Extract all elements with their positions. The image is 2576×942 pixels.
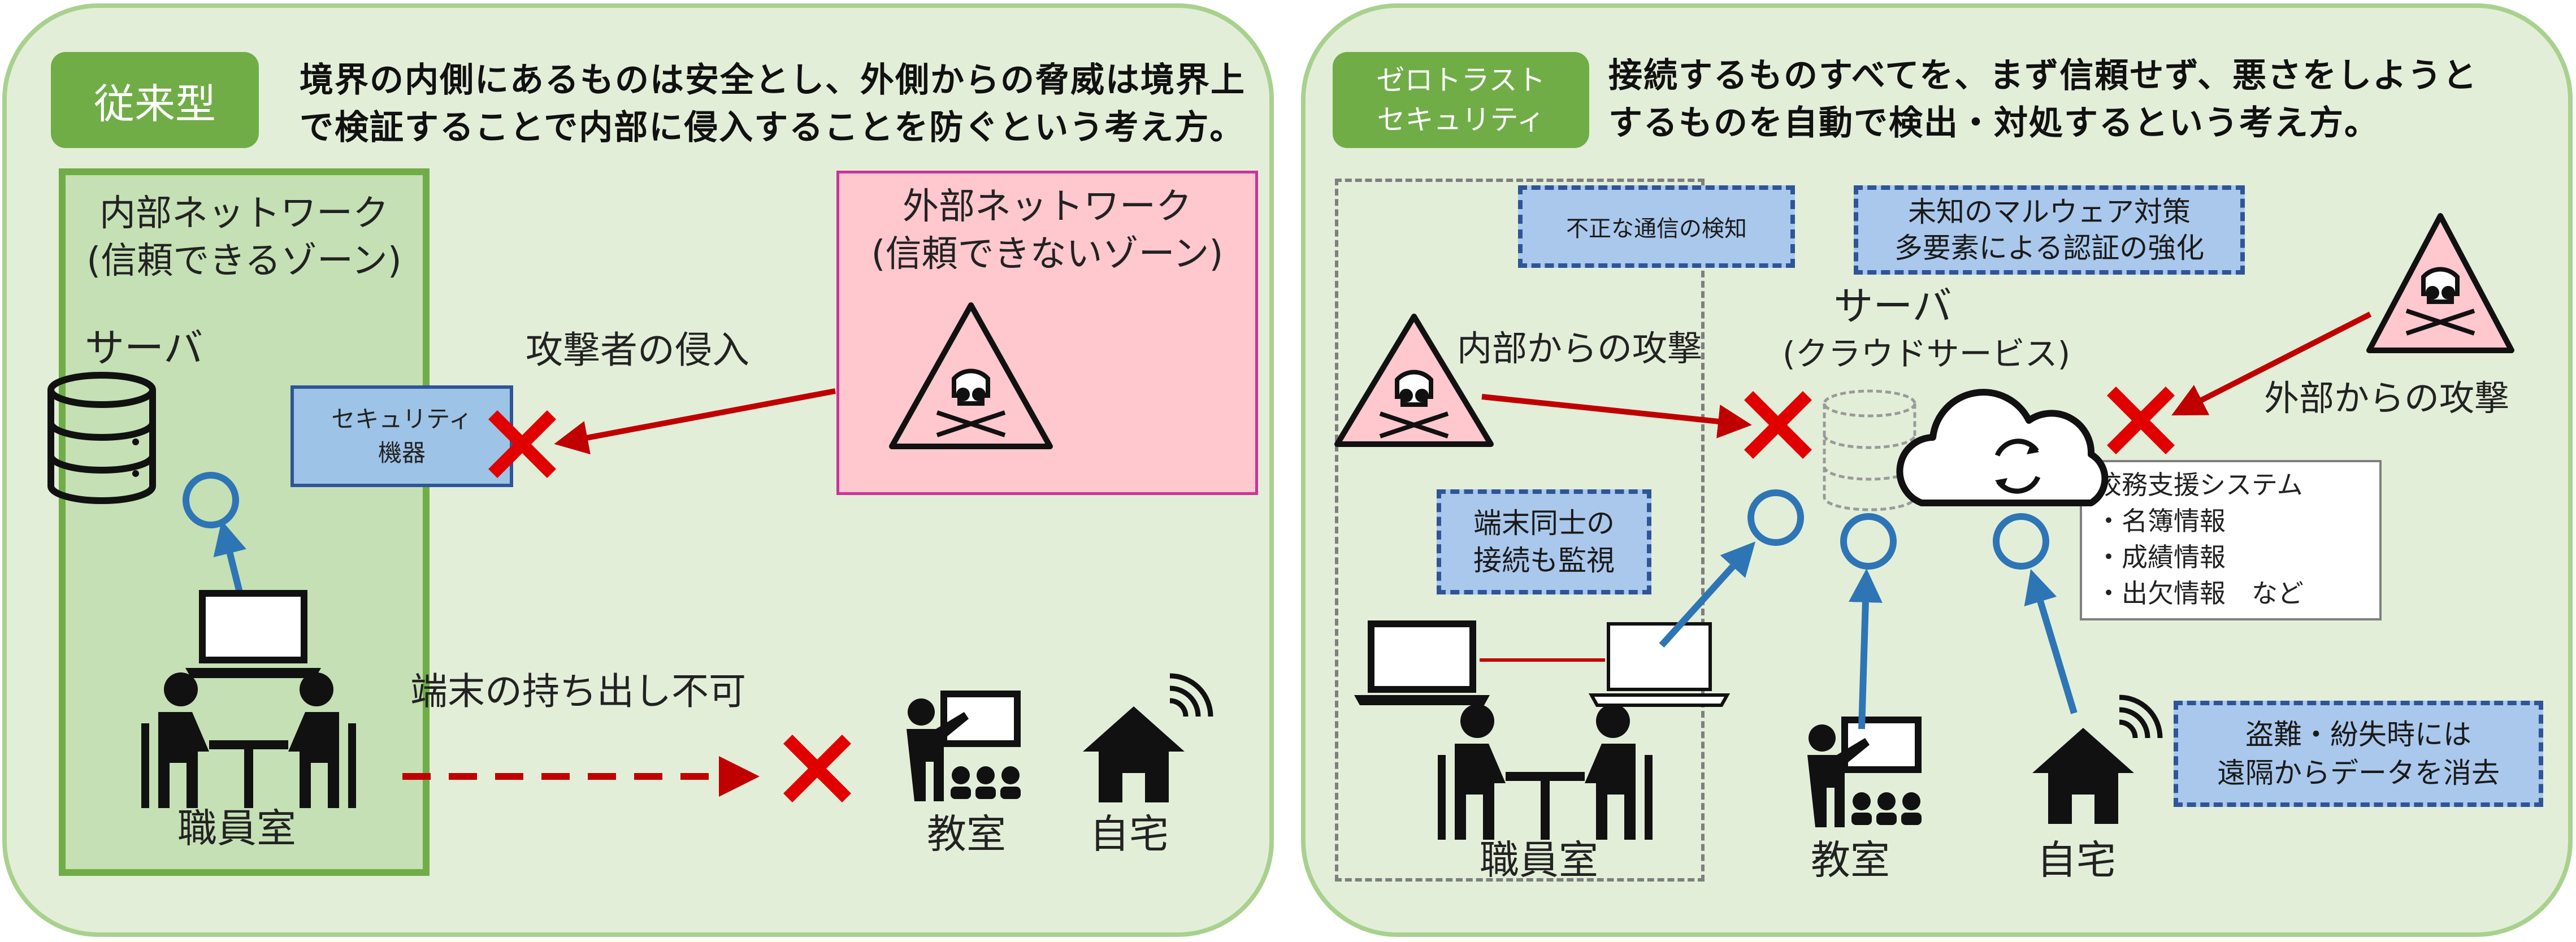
security-device-line-1: セキュリティ	[331, 405, 472, 433]
skull-warning-icon	[1334, 314, 1494, 447]
internal-attack-label: 内部からの攻撃	[1457, 328, 1703, 369]
classroom-auth-circle	[1840, 513, 1897, 570]
house-wifi-icon	[2032, 694, 2163, 824]
home-to-cloud-arrow	[2024, 569, 2078, 714]
external-network-label: 外部ネットワーク (信頼できないゾーン)	[836, 183, 1258, 278]
skull-warning-icon	[889, 302, 1053, 449]
zero-trust-desc-line-1: 接続するものすべてを、まず信頼せず、悪さをしようと	[1608, 56, 2478, 95]
internal-network-label: 内部ネットワーク (信頼できるゾーン)	[59, 190, 430, 285]
cloud-database-icon	[1823, 389, 1916, 511]
illegal-comm-text: 不正な通信の検知	[1566, 216, 1747, 242]
theft-callout: 盗難・紛失時には 遠隔からデータを消去	[2174, 701, 2543, 807]
left-home-label: 自宅	[1090, 811, 1169, 857]
external-attack-label: 外部からの攻撃	[2264, 377, 2510, 419]
school-system-title: 校務支援システム	[2096, 470, 2303, 500]
external-network-subtitle: (信頼できないゾーン)	[871, 233, 1224, 275]
school-system-item-2: ・成績情報	[2096, 542, 2226, 572]
left-server-label: サーバ	[85, 325, 203, 371]
cross-icon	[2107, 387, 2175, 454]
theft-line-1: 盗難・紛失時には	[2245, 718, 2471, 751]
malware-callout: 未知のマルウェア対策 多要素による認証の強化	[1854, 185, 2245, 275]
malware-line-2: 多要素による認証の強化	[1894, 232, 2205, 264]
laptop-icon	[185, 590, 321, 678]
theft-line-2: 遠隔からデータを消去	[2217, 757, 2500, 789]
home-auth-circle	[1993, 513, 2049, 570]
school-system-box: 校務支援システム ・名簿情報 ・成績情報 ・出欠情報 など	[2080, 460, 2382, 620]
school-system-item-1: ・名簿情報	[2096, 506, 2226, 536]
cloud-server-title: サーバ	[1833, 283, 1952, 329]
database-icon	[47, 372, 156, 504]
left-auth-circle	[183, 472, 239, 528]
device-monitor-line-2: 接続も監視	[1473, 544, 1615, 577]
skull-warning-icon	[2366, 213, 2514, 353]
attacker-intrusion-label: 攻撃者の侵入	[526, 328, 749, 372]
zero-trust-tag-line-2: セキュリティ	[1377, 103, 1545, 136]
house-wifi-icon	[1083, 673, 1213, 802]
conventional-desc-line-2: で検証することで内部に侵入することを防ぐという考え方。	[300, 108, 1245, 147]
external-network-title: 外部ネットワーク	[903, 186, 1192, 228]
right-classroom-label: 教室	[1811, 837, 1890, 883]
right-home-label: 自宅	[2037, 837, 2116, 883]
laptop-to-circle-arrow	[1659, 541, 1756, 648]
school-system-item-3: ・出欠情報 など	[2096, 578, 2304, 609]
zero-trust-description: 接続するものすべてを、まず信頼せず、悪さをしようと するものを自動で検出・対処す…	[1608, 52, 2569, 147]
laptop-icon	[1588, 622, 1731, 707]
malware-line-1: 未知のマルウェア対策	[1908, 196, 2191, 228]
zero-trust-desc-line-2: するものを自動で検出・対処するという考え方。	[1608, 103, 2379, 143]
security-device-line-2: 機器	[378, 439, 426, 467]
conventional-tag: 従来型	[51, 52, 259, 148]
cross-icon	[1744, 391, 1812, 459]
internal-network-title: 内部ネットワーク	[99, 193, 389, 235]
laptop-icon	[1354, 620, 1490, 705]
left-attacker-arrow	[554, 388, 836, 455]
illegal-comm-callout: 不正な通信の検知	[1518, 185, 1795, 268]
teacher-icon	[907, 691, 1021, 801]
external-attack-arrow	[2171, 311, 2372, 416]
zero-trust-tag-line-1: ゼロトラスト	[1376, 64, 1546, 97]
conventional-desc-line-1: 境界の内側にあるものは安全とし、外側からの脅威は境界上	[300, 60, 1246, 100]
peer-auth-circle	[1747, 489, 1804, 546]
internal-network-subtitle: (信頼できるゾーン)	[86, 240, 402, 282]
zero-trust-tag: ゼロトラスト セキュリティ	[1333, 52, 1589, 148]
meeting-people-icon	[1438, 704, 1653, 840]
cross-icon	[783, 735, 851, 802]
security-device-box: セキュリティ 機器	[290, 385, 513, 487]
conventional-description: 境界の内側にあるものは安全とし、外側からの脅威は境界上 で検証することで内部に侵…	[300, 57, 1272, 151]
classroom-to-server-arrow	[1848, 568, 1883, 730]
meeting-people-icon	[141, 672, 356, 808]
cloud-sync-icon	[1896, 389, 2109, 506]
no-device-takeout-label: 端末の持ち出し不可	[410, 670, 746, 713]
internal-attack-arrow	[1481, 394, 1752, 439]
teacher-icon	[1807, 717, 1922, 827]
staff-room-zone	[1335, 179, 1705, 882]
cross-icon	[488, 410, 556, 478]
device-monitor-callout: 端末同士の 接続も監視	[1437, 489, 1651, 594]
left-classroom-label: 教室	[927, 811, 1006, 857]
left-staff-room-label: 職員室	[177, 805, 296, 852]
conventional-tag-label: 従来型	[93, 80, 216, 128]
right-staff-room-label: 職員室	[1480, 837, 1598, 883]
device-monitor-line-1: 端末同士の	[1473, 507, 1615, 540]
